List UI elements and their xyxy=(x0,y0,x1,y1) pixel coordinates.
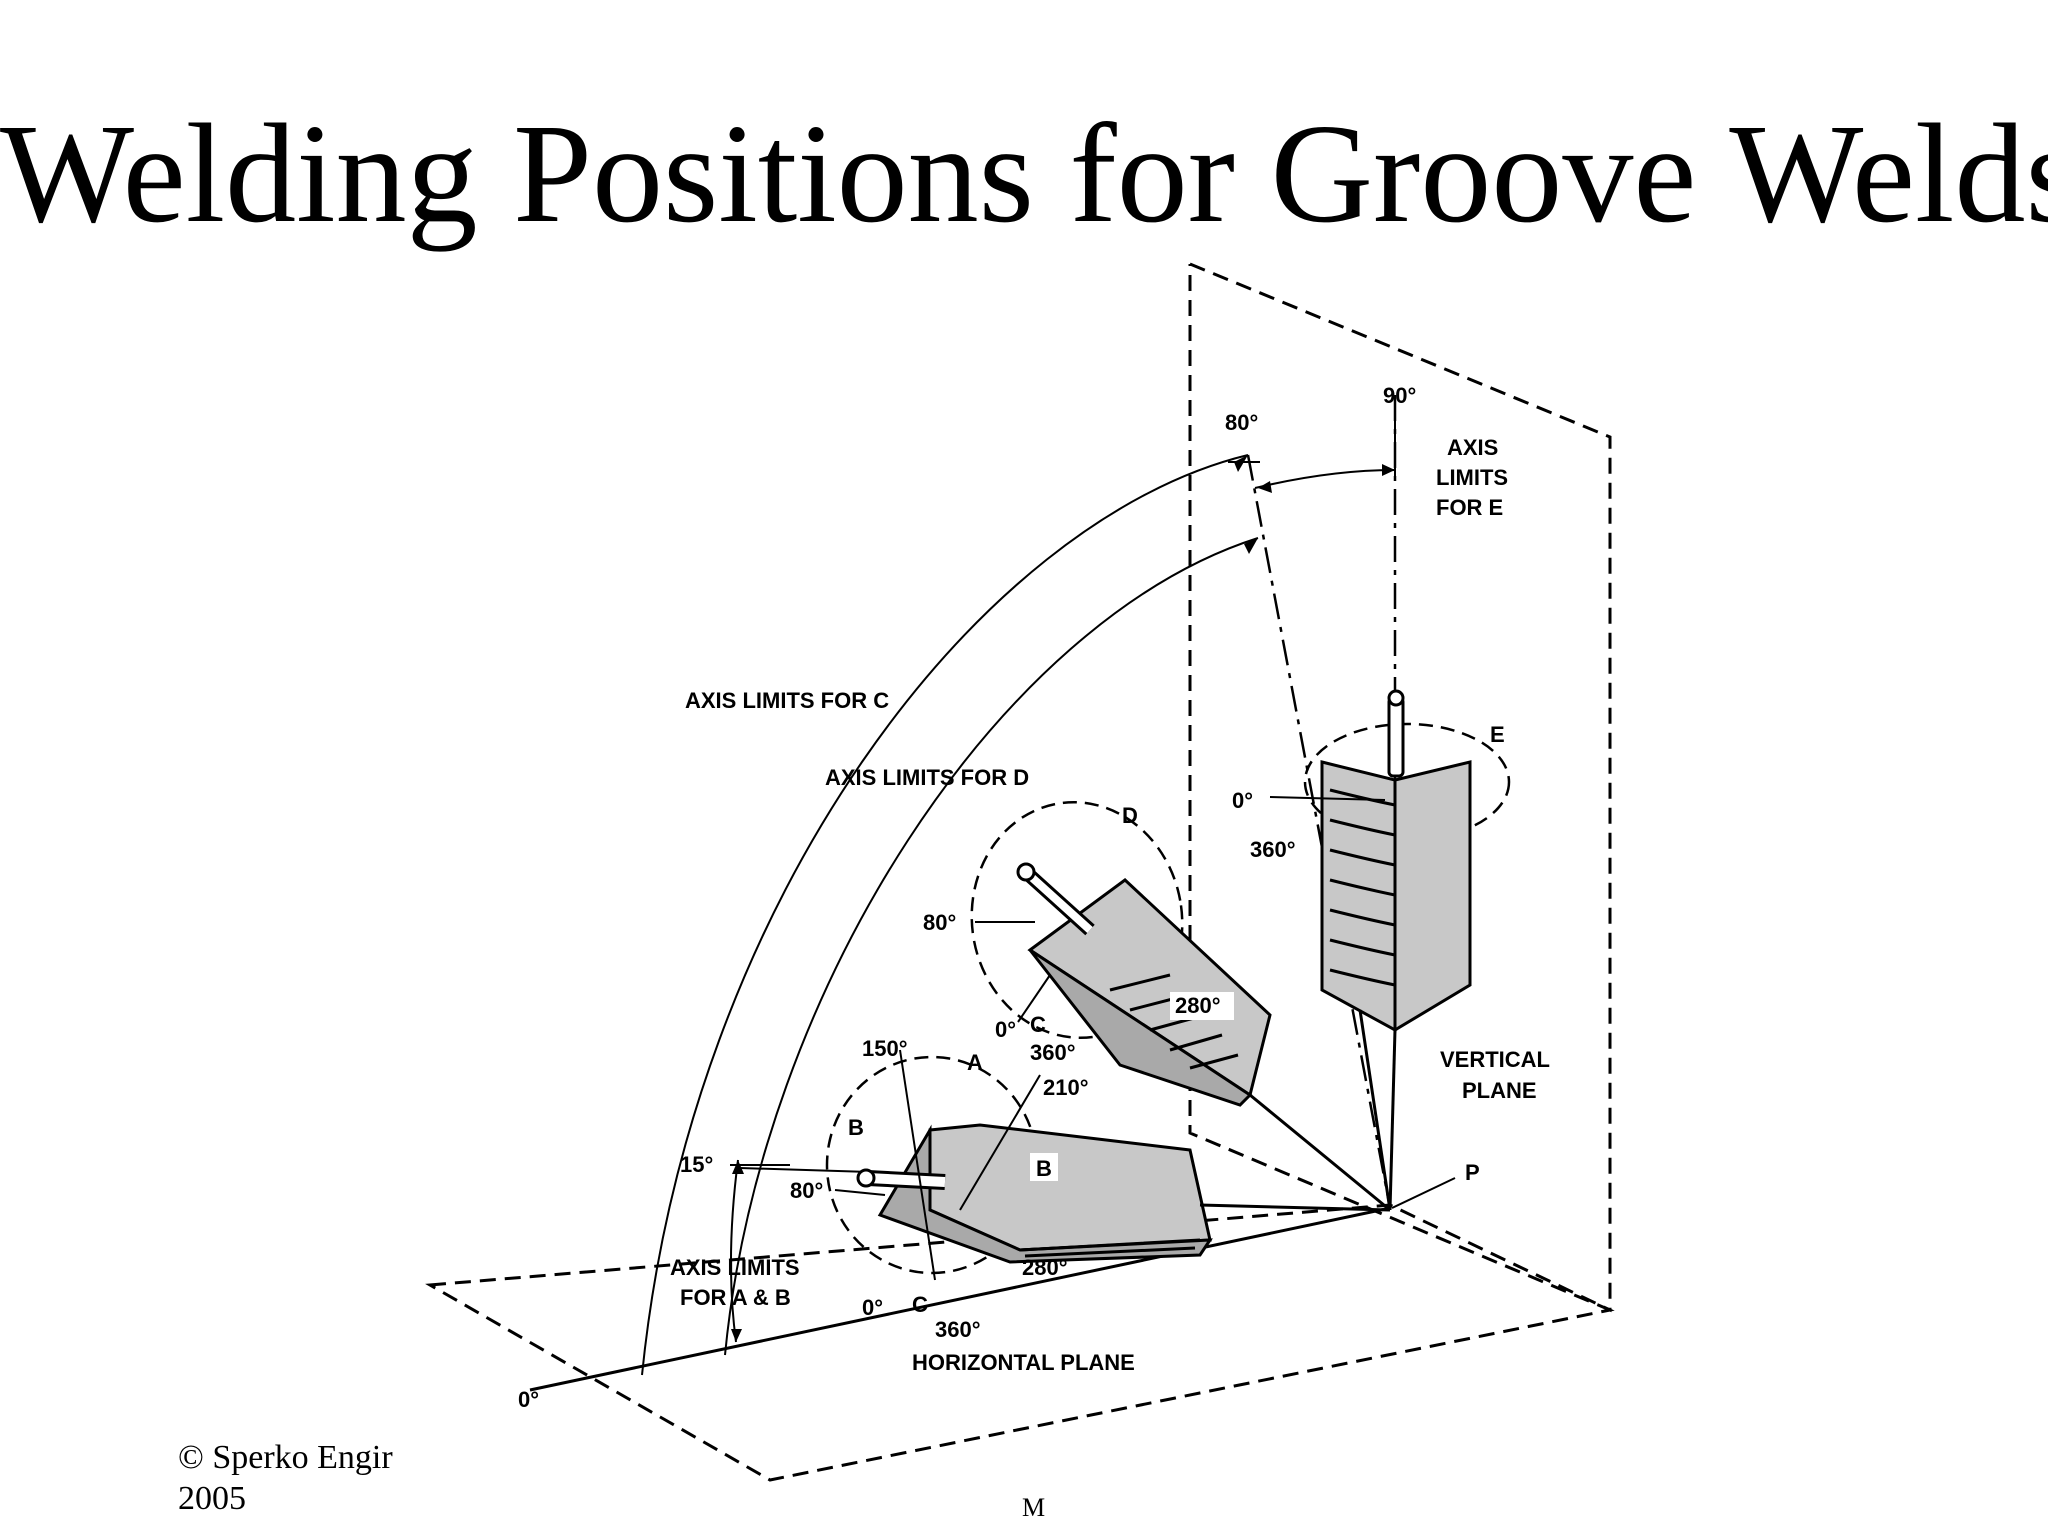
electrode-e xyxy=(1387,696,1405,778)
e-zero-pointer xyxy=(1269,796,1386,801)
angle-e-0-label: 0° xyxy=(1232,788,1253,813)
arrowhead xyxy=(1244,538,1258,554)
position-d xyxy=(970,800,1272,1107)
position-c-label-d: C xyxy=(1030,1012,1046,1037)
d-280-label-bg xyxy=(1170,992,1234,1020)
angle-ab-360-label: 360° xyxy=(935,1317,981,1342)
angle-ab-210-label: 210° xyxy=(1043,1075,1089,1100)
electrode-ab-tip xyxy=(856,1168,876,1188)
position-b-label: B xyxy=(848,1115,864,1140)
angle-0-label: 0° xyxy=(518,1387,539,1412)
position-d-label: D xyxy=(1122,803,1138,828)
angle-ab-150-label: 150° xyxy=(862,1036,908,1061)
line-to-p-from-ab xyxy=(1199,1203,1391,1212)
line-to-p-from-e2 xyxy=(1358,1009,1392,1211)
footer-copyright: © Sperko Engir 2005 xyxy=(178,1437,438,1519)
angle-e-360-label: 360° xyxy=(1250,837,1296,862)
angle-80-label: 80° xyxy=(1225,410,1258,435)
horizontal-reference-axis xyxy=(529,1206,1391,1392)
eighty-degree-axis xyxy=(1246,454,1392,1209)
weld-bead-ab xyxy=(1019,1238,1201,1258)
position-c-label-ab: C xyxy=(912,1292,928,1317)
position-a-label: A xyxy=(967,1050,983,1075)
plate-e-right xyxy=(1393,760,1472,1033)
horizontal-plane-label: HORIZONTAL PLANE xyxy=(912,1350,1135,1375)
footer-center-mark: M xyxy=(1022,1493,1046,1522)
arc-axis-limits-c xyxy=(641,454,1249,1376)
angle-ab-0-label: 0° xyxy=(862,1295,883,1320)
position-ab xyxy=(825,1049,1213,1281)
angle-ab-80-label: 80° xyxy=(790,1178,823,1203)
position-b-label-inner: B xyxy=(1036,1156,1052,1181)
axis-limits-ab-label-line1: AXIS LIMITS xyxy=(670,1255,800,1280)
footer-copyright-line1: © Sperko Engir xyxy=(178,1439,393,1476)
electrode-e-tip xyxy=(1387,689,1405,707)
ab-210-line xyxy=(959,1074,1041,1211)
electrode-ab-fill xyxy=(867,1173,946,1187)
angle-90-label: 90° xyxy=(1383,383,1416,408)
ab-80-pointer xyxy=(834,1189,886,1196)
axis-limits-d-label: AXIS LIMITS FOR D xyxy=(825,765,1029,790)
electrode-d-fill xyxy=(1025,871,1093,933)
point-p-label: P xyxy=(1465,1160,1480,1185)
tick-15-horizontal xyxy=(739,1167,871,1173)
axis-limits-e-label-line1: AXIS xyxy=(1447,435,1498,460)
ab-150-line xyxy=(899,1049,936,1281)
rotation-ellipse-e xyxy=(1303,722,1511,842)
axis-limits-e-label-line2: LIMITS xyxy=(1436,465,1508,490)
horizontal-plane-outline xyxy=(425,1203,1615,1482)
arrowhead xyxy=(1382,464,1395,476)
arrowhead xyxy=(1258,481,1272,493)
angle-15-label: 15° xyxy=(680,1152,713,1177)
angle-d-280-label: 280° xyxy=(1175,993,1221,1018)
vertical-plane-label-line1: VERTICAL xyxy=(1440,1047,1550,1072)
footer-copyright-line2: 2005 xyxy=(178,1480,246,1517)
p-pointer xyxy=(1391,1177,1456,1209)
arrowhead xyxy=(1234,455,1248,472)
position-e-label: E xyxy=(1490,722,1505,747)
angle-ab-280-label: 280° xyxy=(1022,1255,1068,1280)
d-0-pointer xyxy=(1017,974,1051,1023)
electrode-d-tip xyxy=(1016,862,1036,882)
slide-title: Welding Positions for Groove Welds xyxy=(0,94,2048,252)
arrowhead xyxy=(731,1329,742,1342)
axis-limits-ab-label-line2: FOR A & B xyxy=(680,1285,791,1310)
line-to-p-from-e xyxy=(1388,1029,1397,1211)
arc-axis-limits-e xyxy=(1254,469,1396,489)
axis-limits-e-label-line3: FOR E xyxy=(1436,495,1503,520)
weld-bead-d xyxy=(1109,973,1239,1070)
b-label-bg xyxy=(1030,1153,1058,1181)
arrowhead xyxy=(732,1160,744,1174)
arc-axis-limits-ab xyxy=(729,1159,739,1343)
rotation-ellipse-d xyxy=(970,800,1184,1040)
axis-limits-c-label: AXIS LIMITS FOR C xyxy=(685,688,889,713)
arc-axis-limits-d xyxy=(724,537,1259,1356)
angle-d-0-label: 0° xyxy=(995,1017,1016,1042)
angle-d-80-label: 80° xyxy=(923,910,956,935)
vertical-plane-label-line2: PLANE xyxy=(1462,1078,1537,1103)
angle-d-360-label: 360° xyxy=(1030,1040,1076,1065)
position-e xyxy=(1269,689,1511,1033)
line-to-p-from-d xyxy=(1249,1093,1391,1212)
